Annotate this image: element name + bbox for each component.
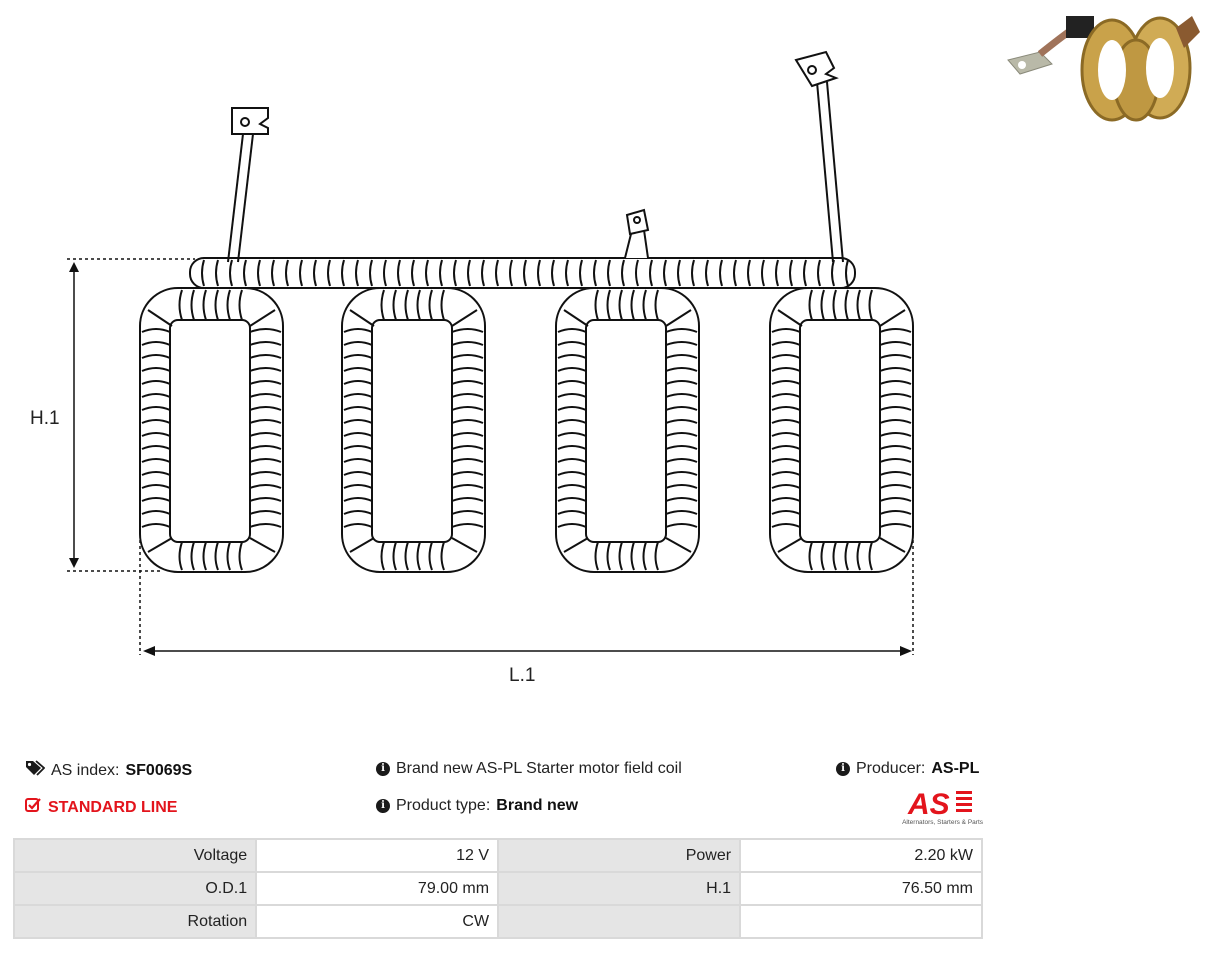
spec-key: Rotation bbox=[12, 904, 258, 939]
spec-key: Voltage bbox=[12, 838, 258, 873]
as-pl-logo: AS Alternators, Starters & Parts bbox=[902, 788, 984, 826]
product-type: i Product type: Brand new bbox=[376, 797, 578, 815]
spec-key: O.D.1 bbox=[12, 871, 258, 906]
spec-key: H.1 bbox=[497, 871, 742, 906]
band-windings bbox=[201, 259, 849, 287]
coil bbox=[341, 287, 486, 573]
spec-value: 79.00 mm bbox=[255, 871, 500, 906]
spec-key bbox=[497, 904, 742, 939]
producer-label: Producer: bbox=[856, 760, 926, 777]
standard-line-badge: STANDARD LINE bbox=[25, 797, 177, 818]
coil bbox=[769, 287, 914, 573]
spec-value: 76.50 mm bbox=[739, 871, 983, 906]
length-dimension-label: L.1 bbox=[509, 665, 536, 686]
table-row: Rotation CW bbox=[12, 904, 983, 939]
product-type-label: Product type: bbox=[396, 797, 491, 814]
as-index-value: SF0069S bbox=[125, 761, 193, 779]
coil bbox=[139, 287, 284, 573]
producer-value: AS-PL bbox=[931, 760, 980, 777]
height-dimension-label: H.1 bbox=[30, 408, 60, 429]
info-icon: i bbox=[376, 762, 390, 776]
coils bbox=[139, 287, 914, 573]
spec-value: CW bbox=[255, 904, 500, 939]
spec-value bbox=[739, 904, 983, 939]
product-description-text: Brand new AS-PL Starter motor field coil bbox=[396, 760, 682, 777]
terminal-middle bbox=[624, 208, 650, 259]
spec-key: Power bbox=[497, 838, 742, 873]
terminal-right bbox=[794, 50, 844, 263]
table-row: Voltage 12 V Power 2.20 kW bbox=[12, 838, 983, 873]
producer: i Producer: AS-PL bbox=[836, 760, 979, 778]
product-photo bbox=[1007, 16, 1200, 122]
table-row: O.D.1 79.00 mm H.1 76.50 mm bbox=[12, 871, 983, 906]
standard-line-label: STANDARD LINE bbox=[48, 798, 178, 816]
spec-value: 2.20 kW bbox=[739, 838, 983, 873]
as-index: AS index: SF0069S bbox=[25, 760, 192, 781]
spec-table: Voltage 12 V Power 2.20 kW O.D.1 79.00 m… bbox=[12, 838, 983, 939]
coil bbox=[555, 287, 700, 573]
field-coil-drawing bbox=[67, 50, 914, 656]
logo-tagline: Alternators, Starters & Parts bbox=[902, 819, 984, 826]
top-band bbox=[189, 257, 856, 289]
checkbox-icon bbox=[25, 797, 42, 818]
tags-icon bbox=[25, 760, 46, 781]
logo-text: AS bbox=[907, 788, 950, 821]
as-index-label: AS index: bbox=[51, 761, 120, 779]
spec-value: 12 V bbox=[255, 838, 500, 873]
info-icon: i bbox=[836, 762, 850, 776]
terminal-left bbox=[227, 107, 269, 263]
product-type-value: Brand new bbox=[496, 797, 579, 814]
product-description: i Brand new AS-PL Starter motor field co… bbox=[376, 760, 682, 778]
info-icon: i bbox=[376, 799, 390, 813]
